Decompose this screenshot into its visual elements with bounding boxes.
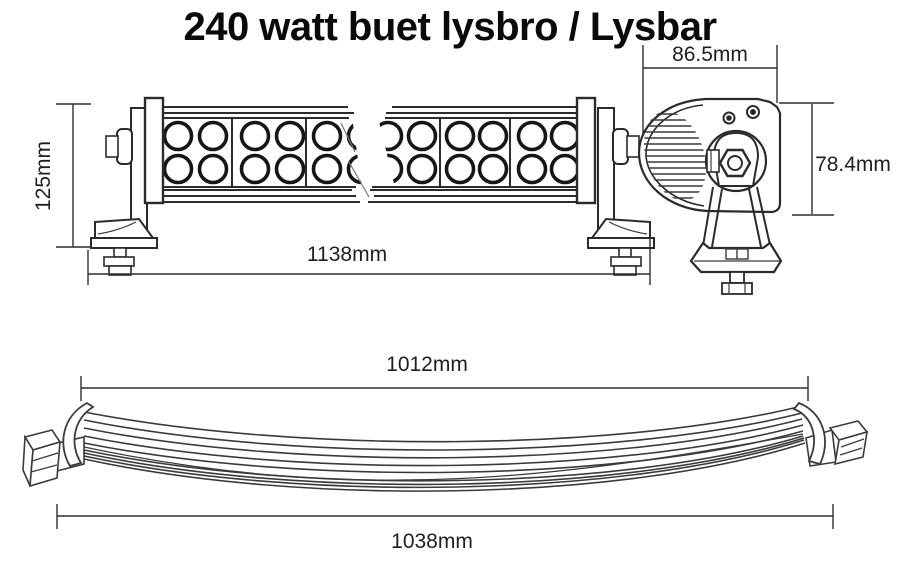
curved-view: 1012mm — [22, 353, 869, 553]
lens-rim — [645, 104, 705, 207]
side-bracket — [689, 186, 783, 295]
curved-left-cap — [62, 401, 95, 468]
led-lens — [516, 120, 548, 152]
led-array-left — [163, 120, 362, 185]
dim-label-1038mm: 1038mm — [391, 530, 473, 553]
led-lens — [444, 153, 476, 185]
led-lens — [378, 120, 404, 152]
led-lens — [239, 153, 271, 185]
dimension-width-1138: 1138mm — [87, 228, 651, 285]
led-lens — [311, 120, 343, 152]
left-end-cap — [143, 96, 165, 205]
led-lens — [311, 153, 343, 185]
dim-label-1138mm: 1138mm — [307, 243, 387, 266]
led-lens — [197, 153, 229, 185]
dimension-outer-1038: 1038mm — [56, 504, 834, 553]
page-title: 240 watt buet lysbro / Lysbar — [183, 5, 716, 49]
led-lens — [406, 153, 438, 185]
dimension-height-78: 78.4mm — [779, 102, 891, 216]
curved-left-end — [22, 401, 95, 488]
bolt-shaft — [729, 271, 745, 284]
led-lens — [346, 153, 362, 185]
led-lens — [477, 120, 509, 152]
led-lens — [549, 120, 577, 152]
dim-label-1012mm: 1012mm — [386, 353, 468, 376]
led-lens — [406, 120, 438, 152]
dimension-height-125: 125mm — [32, 103, 91, 248]
led-lens — [444, 120, 476, 152]
led-lens — [477, 153, 509, 185]
side-view: 86.5mm — [637, 43, 891, 295]
dim-label-125mm: 125mm — [32, 141, 55, 211]
led-lens — [516, 153, 548, 185]
dim-label-78mm: 78.4mm — [815, 153, 891, 176]
pivot-hub — [704, 129, 768, 193]
housing-rails — [163, 106, 577, 203]
curved-right-end — [792, 401, 869, 467]
led-lens — [163, 120, 194, 152]
bolt-head — [721, 282, 753, 295]
dim-label-86mm: 86.5mm — [672, 43, 748, 66]
right-end-cap — [575, 96, 597, 205]
led-array-right — [378, 120, 577, 185]
led-lens — [197, 120, 229, 152]
led-lens — [274, 153, 306, 185]
led-lens — [346, 120, 362, 152]
led-lens — [239, 120, 271, 152]
led-lens — [549, 153, 577, 185]
break-marks — [340, 122, 370, 198]
dimension-width-86: 86.5mm — [642, 43, 778, 148]
front-view: 125mm 1138mm — [32, 96, 655, 285]
curved-right-cap — [792, 401, 826, 466]
dimension-inner-1012: 1012mm — [80, 353, 809, 401]
screw-icons — [722, 105, 760, 125]
led-lens — [163, 153, 194, 185]
curved-bar-body — [83, 405, 806, 492]
led-lens — [274, 120, 306, 152]
led-panel — [163, 117, 577, 188]
led-lens — [378, 153, 404, 185]
